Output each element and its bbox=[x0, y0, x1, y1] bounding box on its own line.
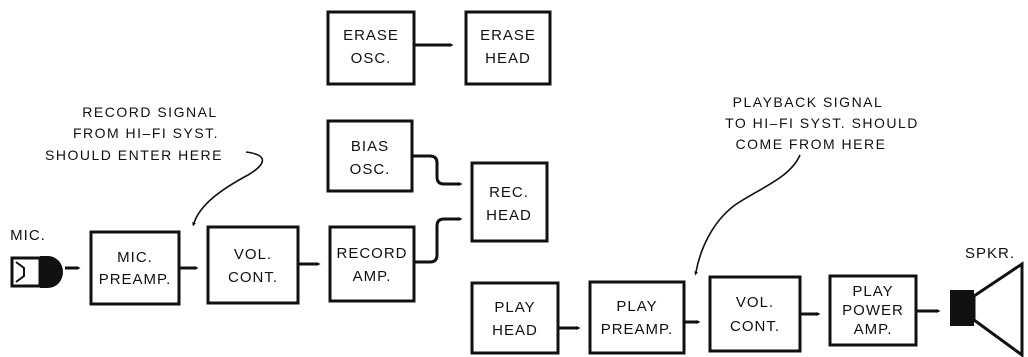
block-record-amp: RECORD AMP. bbox=[328, 225, 416, 303]
block-mic-preamp: MIC. PREAMP. bbox=[89, 230, 181, 306]
playback-note-pointer bbox=[694, 154, 801, 276]
rec-head-line-1: REC. bbox=[489, 184, 529, 201]
mic-label: MIC. bbox=[10, 227, 46, 244]
play-power-amp-line-3: AMP. bbox=[854, 321, 893, 338]
speaker-icon bbox=[950, 261, 1024, 357]
block-rec-head: REC. HEAD bbox=[470, 161, 549, 243]
record-note-line-2: FROM HI–FI SYST. bbox=[73, 125, 219, 141]
erase-head-line-2: HEAD bbox=[485, 50, 531, 67]
vol-cont-record-line-1: VOL. bbox=[234, 246, 272, 263]
bias-osc-line-1: BIAS bbox=[351, 138, 389, 155]
block-play-preamp: PLAY PREAMP. bbox=[588, 280, 686, 355]
play-power-amp-line-2: POWER bbox=[842, 302, 904, 319]
block-vol-cont-record: VOL. CONT. bbox=[206, 225, 300, 305]
arrow-record-amp-to-rec-head bbox=[414, 217, 463, 264]
block-erase-osc: ERASE OSC. bbox=[326, 10, 416, 86]
mic-preamp-line-2: PREAMP. bbox=[99, 271, 172, 288]
spkr-label: SPKR. bbox=[965, 245, 1015, 262]
signal-arrows bbox=[65, 43, 941, 330]
playback-note-line-2: TO HI–FI SYST. SHOULD bbox=[725, 115, 919, 131]
record-note-pointer bbox=[192, 151, 264, 227]
play-preamp-line-1: PLAY bbox=[616, 298, 657, 315]
play-preamp-line-2: PREAMP. bbox=[601, 321, 674, 338]
mic-preamp-line-1: MIC. bbox=[117, 249, 153, 266]
playback-note-line-3: COME FROM HERE bbox=[736, 136, 887, 152]
bias-osc-line-2: OSC. bbox=[350, 161, 391, 178]
vol-cont-play-line-1: VOL. bbox=[736, 294, 774, 311]
play-head-line-1: PLAY bbox=[494, 299, 535, 316]
arrow-bias-osc-to-rec-head bbox=[412, 154, 463, 186]
erase-osc-line-1: ERASE bbox=[343, 27, 399, 44]
playback-note-line-1: PLAYBACK SIGNAL bbox=[733, 94, 884, 110]
rec-head-line-2: HEAD bbox=[486, 207, 532, 224]
block-play-power-amp: PLAY POWER AMP. bbox=[828, 274, 918, 347]
block-play-head: PLAY HEAD bbox=[470, 281, 560, 355]
record-note-line-3: SHOULD ENTER HERE bbox=[45, 147, 223, 163]
playback-signal-note: PLAYBACK SIGNAL TO HI–FI SYST. SHOULD CO… bbox=[725, 94, 919, 152]
erase-head-line-1: ERASE bbox=[480, 27, 536, 44]
play-head-line-2: HEAD bbox=[492, 322, 538, 339]
play-power-amp-line-1: PLAY bbox=[852, 283, 893, 300]
erase-osc-line-2: OSC. bbox=[351, 50, 392, 67]
record-signal-note: RECORD SIGNAL FROM HI–FI SYST. SHOULD EN… bbox=[45, 104, 223, 163]
record-amp-line-2: AMP. bbox=[353, 268, 392, 285]
vol-cont-record-line-2: CONT. bbox=[228, 269, 278, 286]
vol-cont-play-line-2: CONT. bbox=[730, 318, 780, 335]
block-bias-osc: BIAS OSC. bbox=[326, 119, 414, 193]
block-erase-head: ERASE HEAD bbox=[464, 10, 552, 86]
record-note-line-1: RECORD SIGNAL bbox=[82, 104, 217, 120]
record-amp-line-1: RECORD bbox=[336, 245, 407, 262]
microphone-icon bbox=[10, 256, 63, 288]
block-vol-cont-play: VOL. CONT. bbox=[708, 275, 802, 353]
